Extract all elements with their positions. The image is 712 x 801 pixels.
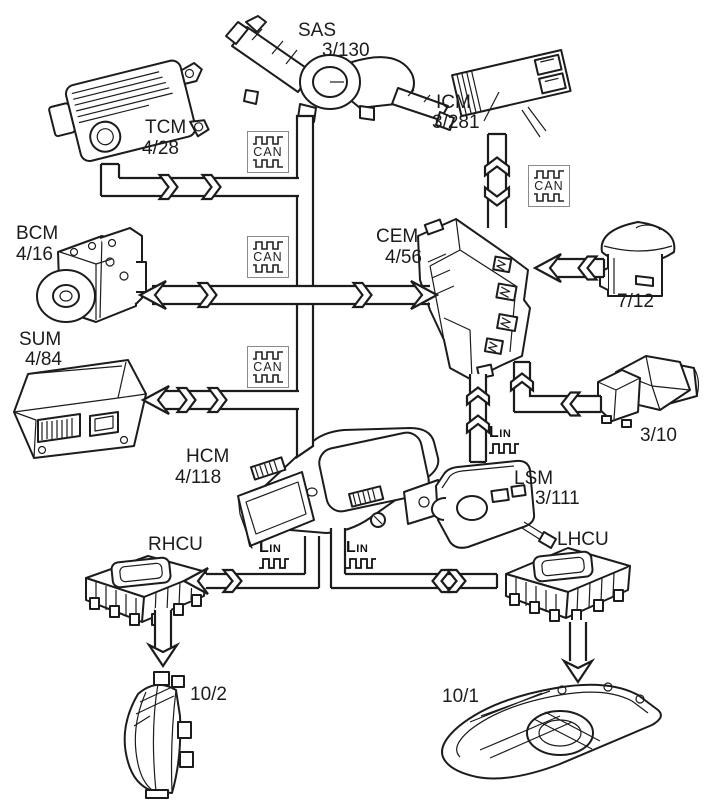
lhcu-module-illustration: [505, 547, 631, 622]
sum-label: SUM: [19, 329, 62, 350]
can-bus-badge: CAN: [528, 165, 570, 207]
rhcu-label: RHCU: [148, 534, 203, 555]
lsm-module-illustration: [431, 459, 557, 549]
arrow-lhcu-to-lamp: [560, 620, 596, 684]
sensor-7-12-illustration: [599, 221, 676, 297]
lsm-label: LSM: [514, 468, 554, 489]
headlamp-10-1-ref: 10/1: [442, 686, 479, 707]
icm-leader-line: [483, 91, 500, 122]
lin-waveform-icon: [489, 443, 519, 454]
lsm-ref: 3/111: [535, 488, 580, 509]
can-waveform-icon: [253, 374, 283, 384]
lin-waveform-icon: [259, 558, 289, 569]
tcm-ref: 4/28: [142, 138, 179, 159]
lin-bus-badge: LIN: [489, 425, 519, 459]
can-bus-badge: CAN: [247, 346, 289, 388]
sensor-3-10-ref: 3/10: [640, 425, 677, 446]
tcm-module-illustration: [48, 59, 210, 162]
hcm-ref: 4/118: [175, 467, 222, 488]
can-bus-sum-row: [155, 389, 303, 411]
lin-bus-hcm-rhcu-link: [190, 536, 321, 590]
can-label: CAN: [534, 178, 564, 193]
icm-ref: 3/281: [432, 112, 480, 133]
lhcu-label: LHCU: [557, 529, 609, 550]
can-waveform-icon: [253, 264, 283, 274]
lin-bus-badge: LIN: [346, 540, 376, 574]
bcm-label: BCM: [16, 223, 59, 244]
icm-module-illustration: [451, 49, 572, 138]
sas-module-illustration: [225, 15, 455, 131]
bcm-module-illustration: [36, 227, 147, 323]
can-label: CAN: [253, 144, 283, 159]
lin-bus-hcm-lhcu-link: [329, 528, 499, 590]
can-bus-tcm-branch: [99, 162, 303, 198]
sum-ref: 4/84: [25, 349, 62, 370]
can-bus-icm-cem-link: [486, 132, 508, 228]
tcm-label: TCM: [145, 117, 187, 138]
sensor-3-10-illustration: [597, 355, 700, 428]
sas-ref: 3/130: [322, 40, 370, 61]
arrow-rhcu-to-lamp: [145, 608, 181, 668]
icm-label: ICM: [436, 92, 471, 113]
lin-label: LIN: [489, 424, 512, 441]
can-bus-network: [99, 114, 606, 684]
can-bus-bcm-cem-row: [150, 284, 430, 306]
can-bus-badge: CAN: [247, 236, 289, 278]
can-label: CAN: [253, 359, 283, 374]
can-waveform-icon: [253, 159, 283, 169]
sas-label: SAS: [298, 20, 337, 41]
cem-module-illustration: [417, 218, 531, 381]
can-waveform-icon: [253, 240, 283, 250]
bcm-ref: 4/16: [16, 244, 53, 265]
can-label: CAN: [253, 249, 283, 264]
cem-label: CEM: [376, 226, 419, 247]
can-waveform-icon: [253, 135, 283, 145]
rhcu-module-illustration: [85, 555, 207, 626]
headlamp-10-2-illustration: [123, 671, 194, 799]
can-waveform-icon: [253, 350, 283, 360]
sensor-7-12-ref: 7/12: [617, 291, 654, 312]
can-waveform-icon: [534, 193, 564, 203]
lin-label: LIN: [346, 539, 369, 556]
cem-ref: 4/56: [385, 247, 422, 268]
headlamp-10-2-ref: 10/2: [190, 684, 227, 705]
lin-bus-badge: LIN: [259, 540, 289, 574]
sum-module-illustration: [13, 359, 147, 459]
can-bus-badge: CAN: [247, 131, 289, 173]
hcm-label: HCM: [186, 446, 230, 467]
lin-label: LIN: [259, 539, 282, 556]
hcm-module-illustration: [237, 427, 445, 549]
headlamp-10-1-illustration: [441, 682, 662, 780]
can-waveform-icon: [534, 169, 564, 179]
lin-waveform-icon: [346, 558, 376, 569]
